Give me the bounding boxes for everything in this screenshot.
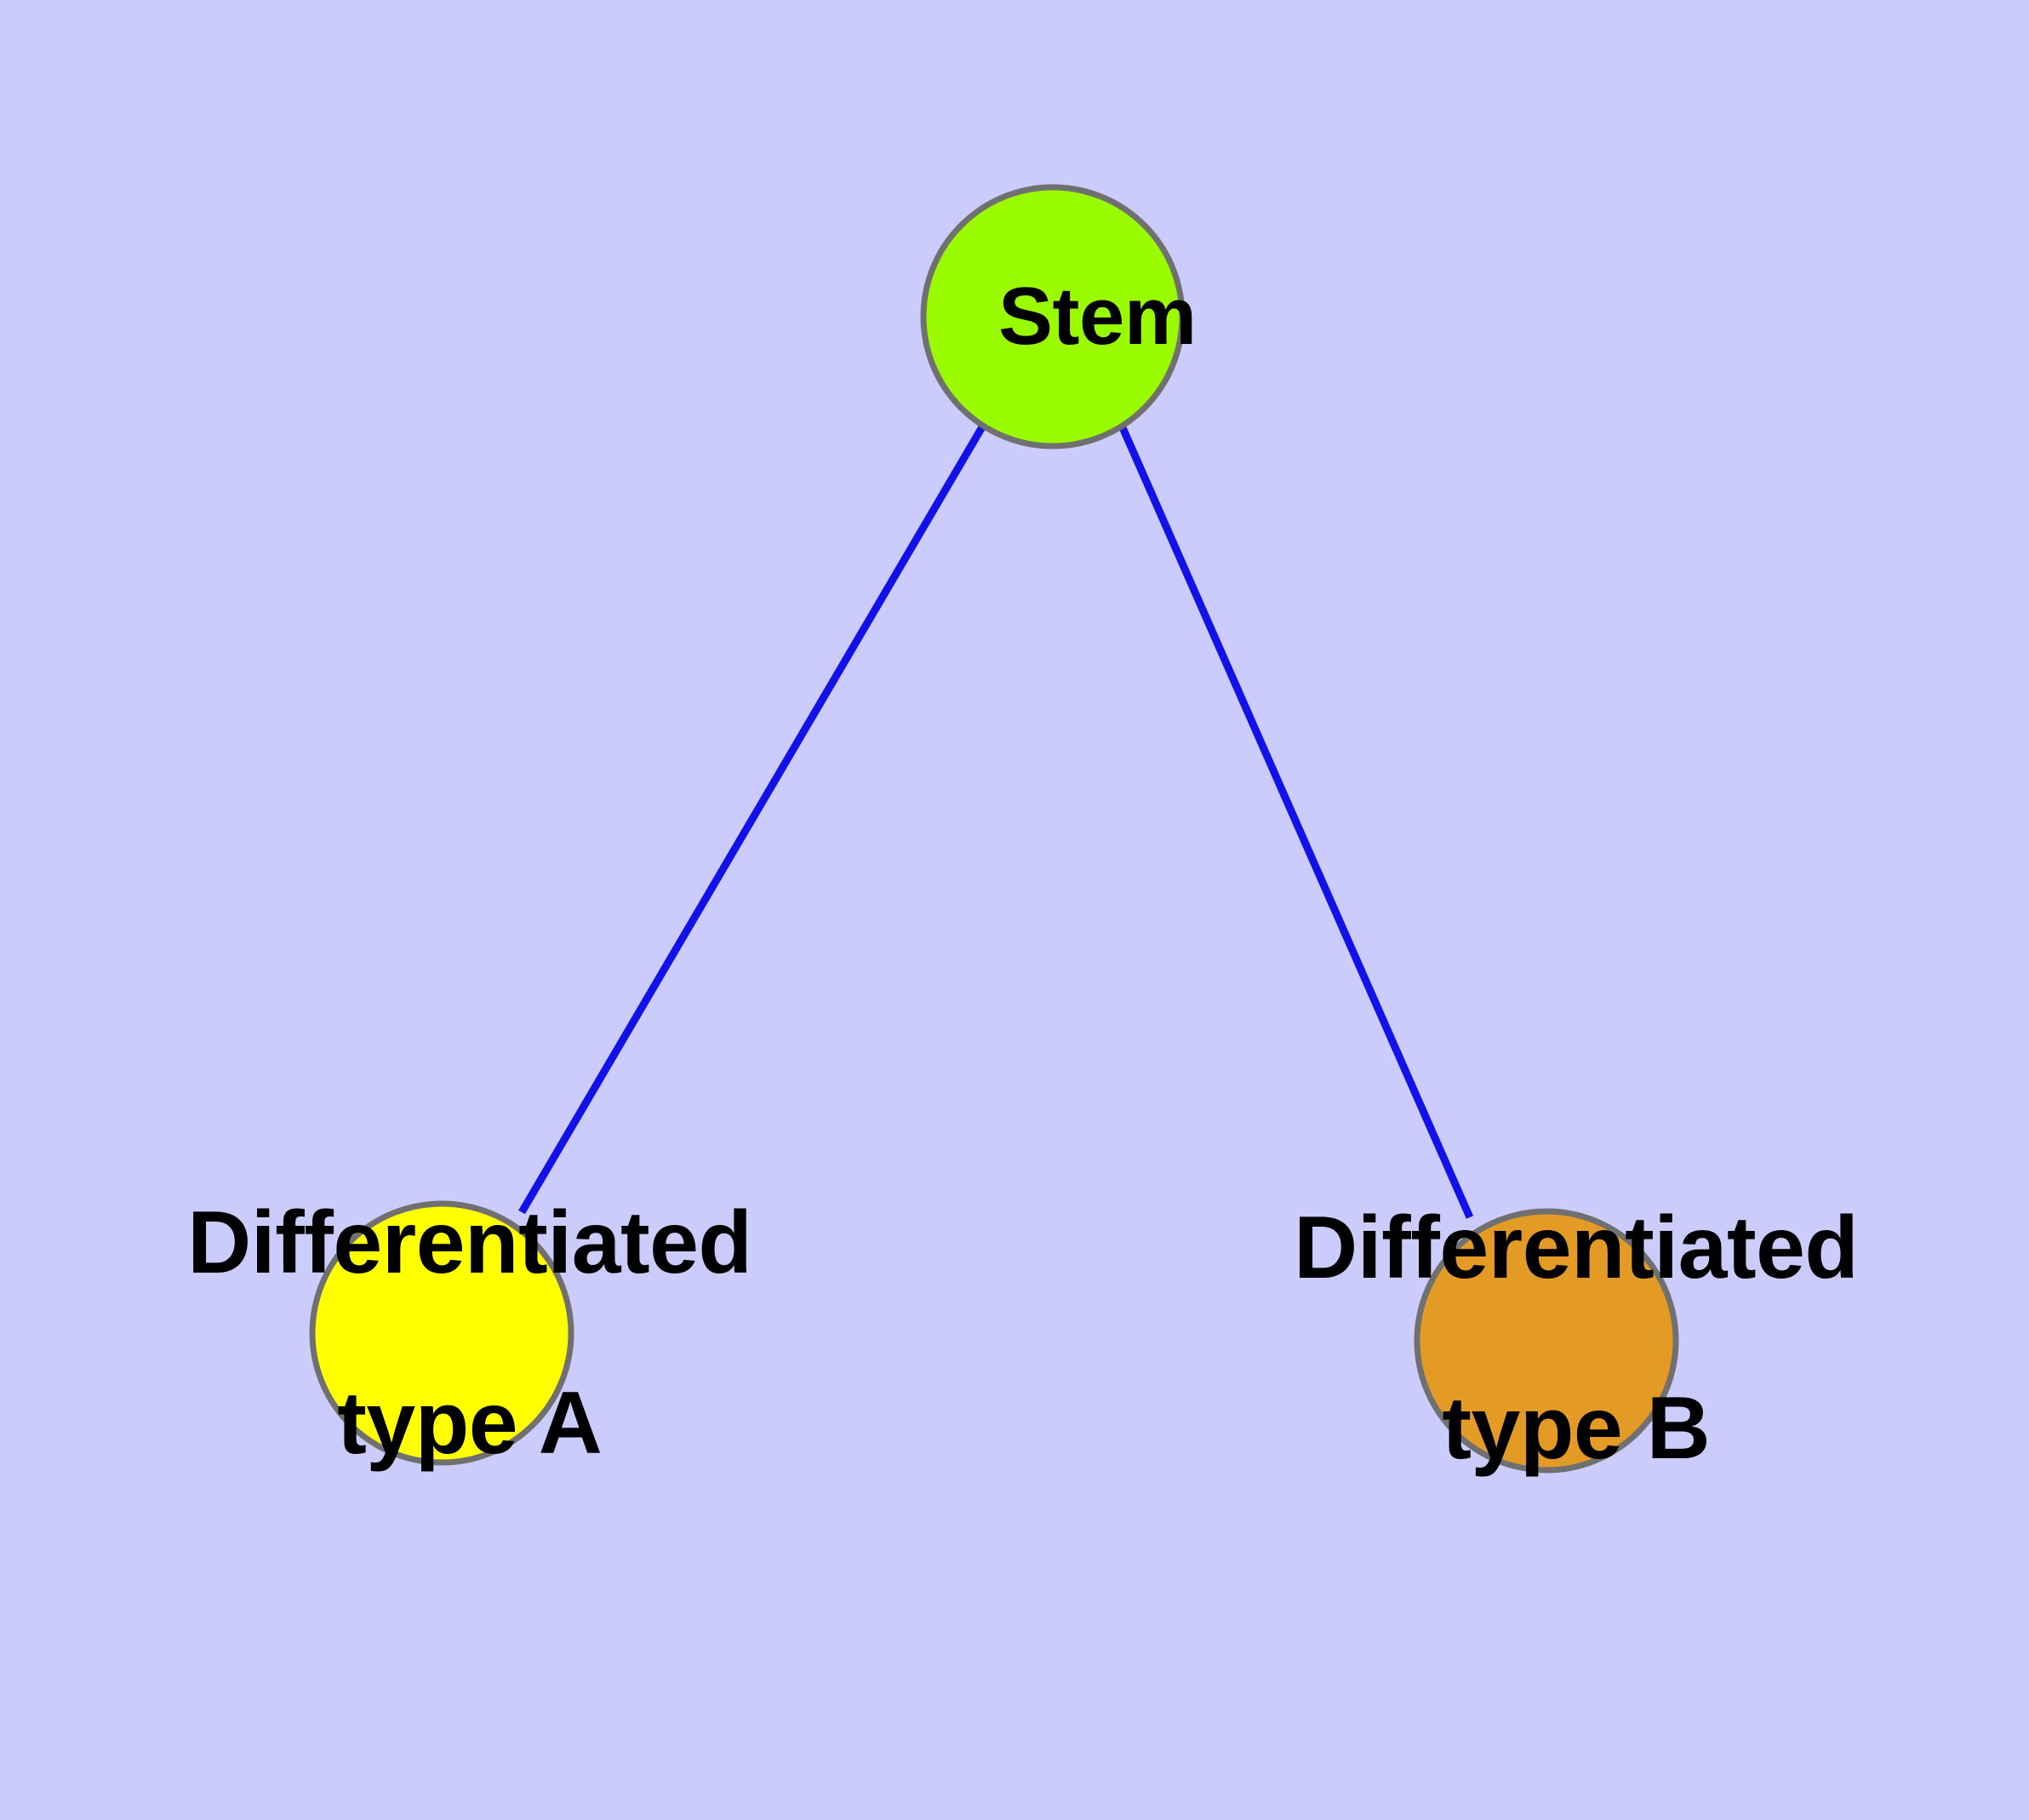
edge-stem-to-type-a[interactable] <box>518 423 986 1215</box>
node-differentiated-type-a-circle[interactable] <box>309 1200 574 1466</box>
node-differentiated-type-b-circle[interactable] <box>1414 1208 1679 1474</box>
node-stem-circle[interactable] <box>920 184 1186 449</box>
edge-layer <box>518 423 1474 1219</box>
node-layer <box>309 184 1679 1474</box>
edge-stem-to-type-b[interactable] <box>1117 424 1474 1219</box>
